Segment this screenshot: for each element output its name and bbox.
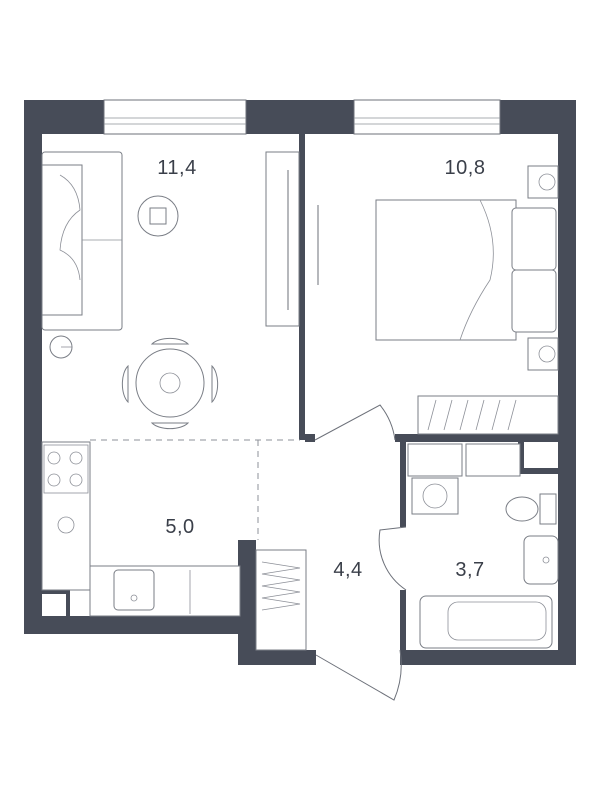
entrance-door [315,649,402,701]
bathroom-door [378,526,407,591]
living-room-area: 11,4 [157,157,196,179]
nightstand-top [527,165,559,199]
bed [375,199,557,341]
kitchen-zone-dashes [90,439,300,540]
window-bedroom [353,99,501,135]
tv-unit [265,151,300,327]
bathroom-area: 3,7 [455,559,484,581]
walls [24,100,576,665]
bathroom-sink [523,535,559,585]
washing-machine [407,443,521,515]
kitchen-area: 5,0 [165,516,194,538]
floor-lamp [49,335,73,359]
kitchen-counter [41,441,241,617]
bedroom-door [314,404,396,441]
hall-area: 4,4 [333,559,362,581]
bathtub [419,595,553,649]
sofa [41,151,123,331]
bedroom-area: 10,8 [445,157,486,179]
hall-wardrobe [255,549,307,651]
wardrobe [417,395,559,435]
dining-set [121,337,219,430]
nightstand-bottom [527,337,559,371]
toilet [505,493,557,525]
window-living [103,99,247,135]
coffee-table-icon [137,195,179,237]
